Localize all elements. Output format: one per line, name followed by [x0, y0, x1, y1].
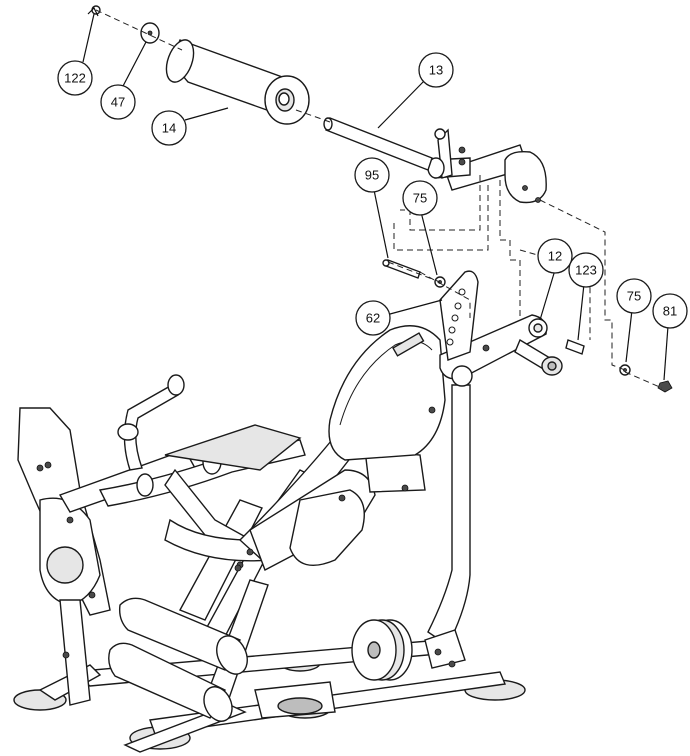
callout-13-label: 13 [429, 63, 443, 78]
callout-62: 62 [355, 300, 391, 336]
front-roller-pads [108, 597, 248, 722]
callout-75-left: 75 [402, 180, 438, 216]
callout-122: 122 [57, 60, 93, 96]
upper-arm-assembly [427, 128, 547, 204]
callout-47: 47 [100, 84, 136, 120]
front-left-frame [17, 407, 111, 706]
callout-62-label: 62 [366, 311, 380, 326]
main-arm [234, 429, 426, 572]
callout-14-label: 14 [162, 121, 176, 136]
callout-123: 123 [568, 252, 604, 288]
callout-14: 14 [151, 110, 187, 146]
pivot-arm [439, 314, 563, 387]
callout-95: 95 [354, 157, 390, 193]
callout-75-right: 75 [616, 278, 652, 314]
assembly-lines [95, 9, 663, 389]
callout-leaders [82, 6, 669, 381]
back-pad [328, 325, 446, 461]
callout-75-right-label: 75 [627, 289, 641, 304]
callout-12-label: 12 [548, 249, 562, 264]
callout-81: 81 [652, 293, 688, 329]
adjustment-plate [439, 270, 479, 361]
callout-13: 13 [418, 52, 454, 88]
roller-pad [165, 39, 310, 125]
rear-upright [424, 384, 471, 669]
hardware [91, 5, 673, 393]
callout-47-label: 47 [111, 95, 125, 110]
callout-75-left-label: 75 [413, 191, 427, 206]
callout-122-label: 122 [64, 71, 86, 86]
weight-plates [351, 619, 413, 681]
callout-123-label: 123 [575, 263, 597, 278]
callout-81-label: 81 [663, 304, 677, 319]
callout-95-label: 95 [365, 168, 379, 183]
callout-12: 12 [537, 238, 573, 274]
